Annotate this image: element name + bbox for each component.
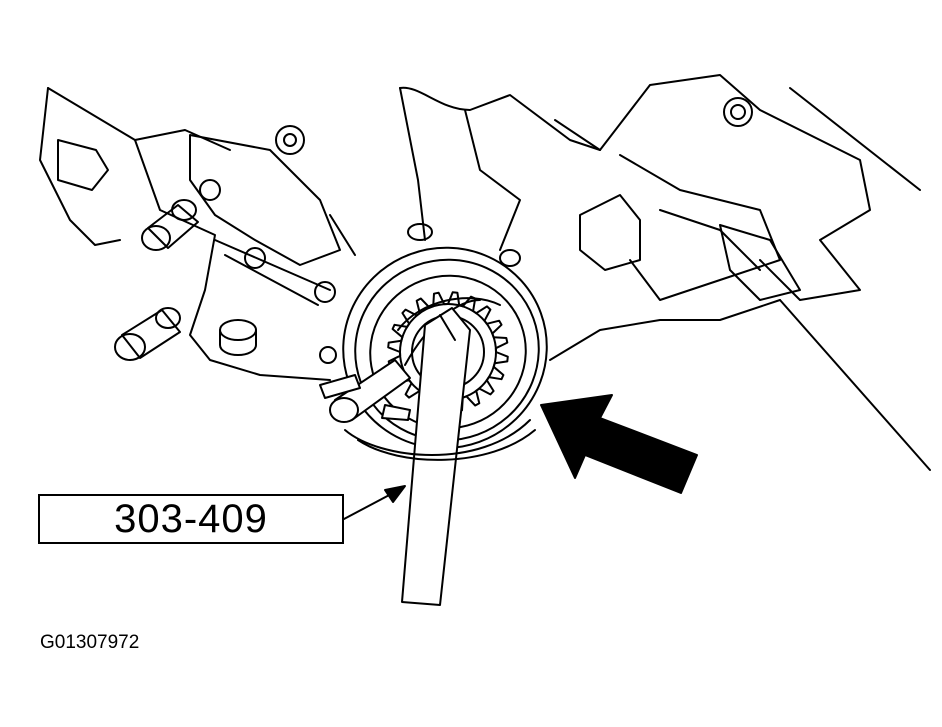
center-rib	[399, 87, 426, 241]
stud-lower	[114, 307, 181, 361]
arrow-icon	[384, 485, 406, 503]
callout-leader-line	[343, 491, 396, 520]
right-bracket-inner	[659, 209, 761, 271]
small-rib	[329, 214, 356, 256]
upper-plate	[189, 134, 341, 266]
tool-callout-box: 303-409	[38, 494, 344, 544]
right-diagonal-line-3	[554, 119, 601, 151]
right-diagonal-line-2	[789, 87, 921, 191]
seal-lower-lip-2	[357, 429, 536, 461]
left-housing-outline	[47, 87, 331, 381]
right-diagonal-line-1	[779, 299, 931, 471]
right-bracket	[619, 154, 781, 301]
right-lower-edge	[549, 299, 781, 361]
right-housing	[599, 74, 871, 301]
top-casting-2	[464, 109, 521, 251]
tool-number-label: 303-409	[114, 496, 268, 541]
right-stud	[723, 97, 753, 127]
stud-upper	[141, 199, 199, 251]
small-hole	[319, 346, 337, 364]
upper-plate-boss-inner	[283, 133, 297, 147]
seal-bore-lip	[354, 258, 540, 442]
center-rib-end	[407, 223, 433, 241]
right-pocket	[579, 194, 641, 271]
right-block	[719, 224, 801, 301]
channel-line-2	[224, 254, 319, 306]
seal-tool-tip-line	[439, 314, 456, 341]
upper-plate-hole-2	[244, 247, 266, 269]
top-casting	[399, 86, 601, 151]
casting-hole	[499, 249, 521, 267]
large-indicator-arrow	[540, 394, 698, 494]
left-bracket-edge	[134, 129, 231, 151]
left-bracket-window	[57, 139, 109, 191]
sprocket-overlay-arc	[397, 297, 501, 331]
upper-plate-hole	[199, 179, 221, 201]
left-housing-inner-edge	[39, 87, 121, 246]
channel-end-hole	[314, 281, 336, 303]
figure-id: G01307972	[40, 632, 140, 653]
dowel-pin	[219, 319, 257, 356]
channel-line-1	[214, 239, 331, 291]
seal-lower-lip	[344, 419, 531, 456]
right-stud-inner	[730, 104, 746, 120]
seal-tool-303-409	[401, 307, 471, 606]
holding-pin	[319, 359, 411, 423]
upper-plate-boss	[275, 125, 305, 155]
